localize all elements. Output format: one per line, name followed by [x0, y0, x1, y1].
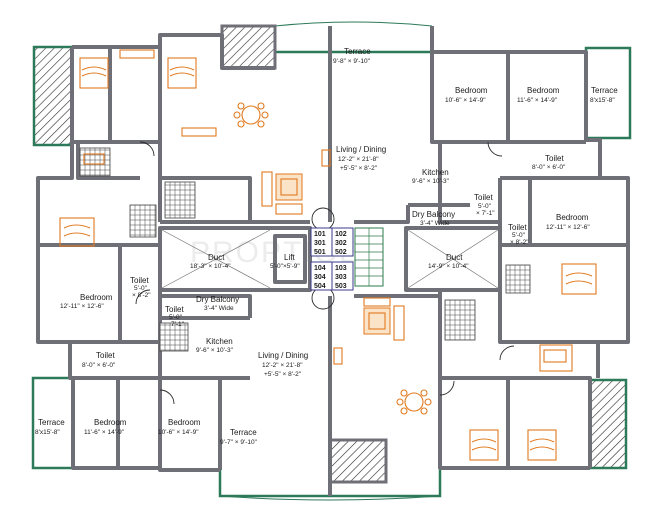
- room-dim: 11'-6" × 14'-9": [517, 97, 558, 104]
- flat-number: 304: [314, 274, 326, 281]
- staircase: [311, 207, 384, 310]
- room-name: Lift: [284, 253, 295, 262]
- room-name: Dry Balcony: [412, 210, 455, 219]
- room-name: Bedroom: [455, 86, 488, 95]
- room-name: Toilet: [165, 305, 184, 314]
- flat-number: 303: [335, 274, 347, 281]
- room-dim: 8'x15'-8": [590, 97, 615, 104]
- room-dim: 12'-11" × 12'-6": [546, 224, 590, 231]
- room-name: Toilet: [545, 154, 564, 163]
- room-dim: 5'-0"×5'-9": [270, 263, 300, 270]
- room-dim: 12'-11" × 12'-6": [60, 303, 104, 310]
- room-name: Bedroom: [527, 86, 560, 95]
- flat-number: 101: [314, 231, 326, 238]
- room-dim: 12'-2" × 21'-8": [338, 156, 379, 163]
- room-labels: Terrace 9'-8" × 9'-10" Bedroom 10'-6" × …: [35, 47, 618, 446]
- room-name: Toilet: [508, 223, 527, 232]
- flat-number: 502: [335, 249, 347, 256]
- room-dim: 5'-0": [478, 203, 492, 210]
- room-name: Kitchen: [422, 168, 449, 177]
- room-dim: 5'-0": [512, 232, 526, 239]
- flat-number: 102: [335, 231, 347, 238]
- room-dim: 5'-0": [169, 314, 183, 321]
- walls: [36, 26, 630, 496]
- room-dim: 11'-6" × 14'-9": [84, 429, 125, 436]
- room-name: Terrace: [230, 428, 257, 437]
- room-dim: 8'-0" × 6'-0": [82, 362, 116, 369]
- room-dim: 9'-8" × 9'-10": [333, 58, 371, 65]
- room-name: Bedroom: [556, 213, 589, 222]
- room-name: Bedroom: [80, 293, 113, 302]
- room-name: Dry Balcony: [196, 295, 239, 304]
- room-dim: 12'-2" × 21'-8": [262, 362, 303, 369]
- room-dim: 3'-4" Wide: [420, 220, 450, 227]
- room-dim: 9'-7" × 9'-10": [220, 439, 258, 446]
- flat-number: 501: [314, 249, 326, 256]
- room-name: Toilet: [96, 351, 115, 360]
- room-name: Bedroom: [168, 418, 201, 427]
- room-dim: 5'-0": [134, 285, 148, 292]
- flat-number: 104: [314, 265, 326, 272]
- flat-number-block: 101 301 501 102 302 502 104 304 504 103 …: [310, 227, 354, 291]
- room-name: Bedroom: [94, 418, 127, 427]
- room-dim: 10'-6" × 14'-9": [158, 429, 199, 436]
- room-dim: 10'-6" × 14'-9": [445, 97, 486, 104]
- room-dim: 9'-6" × 10'-3": [196, 347, 234, 354]
- room-dim: +5'-5" × 8'-2": [340, 165, 378, 172]
- flat-number: 504: [314, 283, 326, 290]
- room-dim: +5'-5" × 8'-2": [264, 371, 302, 378]
- room-dim: × 8'-2": [510, 239, 529, 246]
- room-dim: 14'-9" × 10'-4": [428, 263, 469, 270]
- room-name: Terrace: [344, 47, 371, 56]
- room-name: Terrace: [38, 418, 65, 427]
- room-name: Terrace: [591, 86, 618, 95]
- flat-number: 301: [314, 240, 326, 247]
- room-dim: 8'x15'-8": [35, 429, 60, 436]
- room-name: Duct: [208, 253, 225, 262]
- room-dim: 7'-1": [171, 321, 185, 328]
- flat-number: 503: [335, 283, 347, 290]
- room-name: Living / Dining: [336, 145, 386, 154]
- flat-number: 302: [335, 240, 347, 247]
- room-dim: × 8'-2": [132, 292, 151, 299]
- room-dim: 3'-4" Wide: [204, 305, 234, 312]
- door-swings: [135, 141, 515, 405]
- terrace-outlines: [31, 21, 632, 501]
- room-name: Living / Dining: [258, 351, 308, 360]
- room-dim: 18'-3" × 10'-4": [190, 263, 231, 270]
- room-dim: 8'-0" × 6'-0": [532, 164, 566, 171]
- furniture: [59, 49, 597, 461]
- room-name: Toilet: [130, 276, 149, 285]
- room-dim: × 7'-1": [476, 210, 495, 217]
- ducts: [161, 229, 499, 289]
- flat-number: 103: [335, 265, 347, 272]
- room-name: Duct: [446, 253, 463, 262]
- room-name: Toilet: [474, 193, 493, 202]
- room-name: Kitchen: [206, 337, 233, 346]
- room-dim: 9'-6" × 10'-3": [412, 178, 450, 185]
